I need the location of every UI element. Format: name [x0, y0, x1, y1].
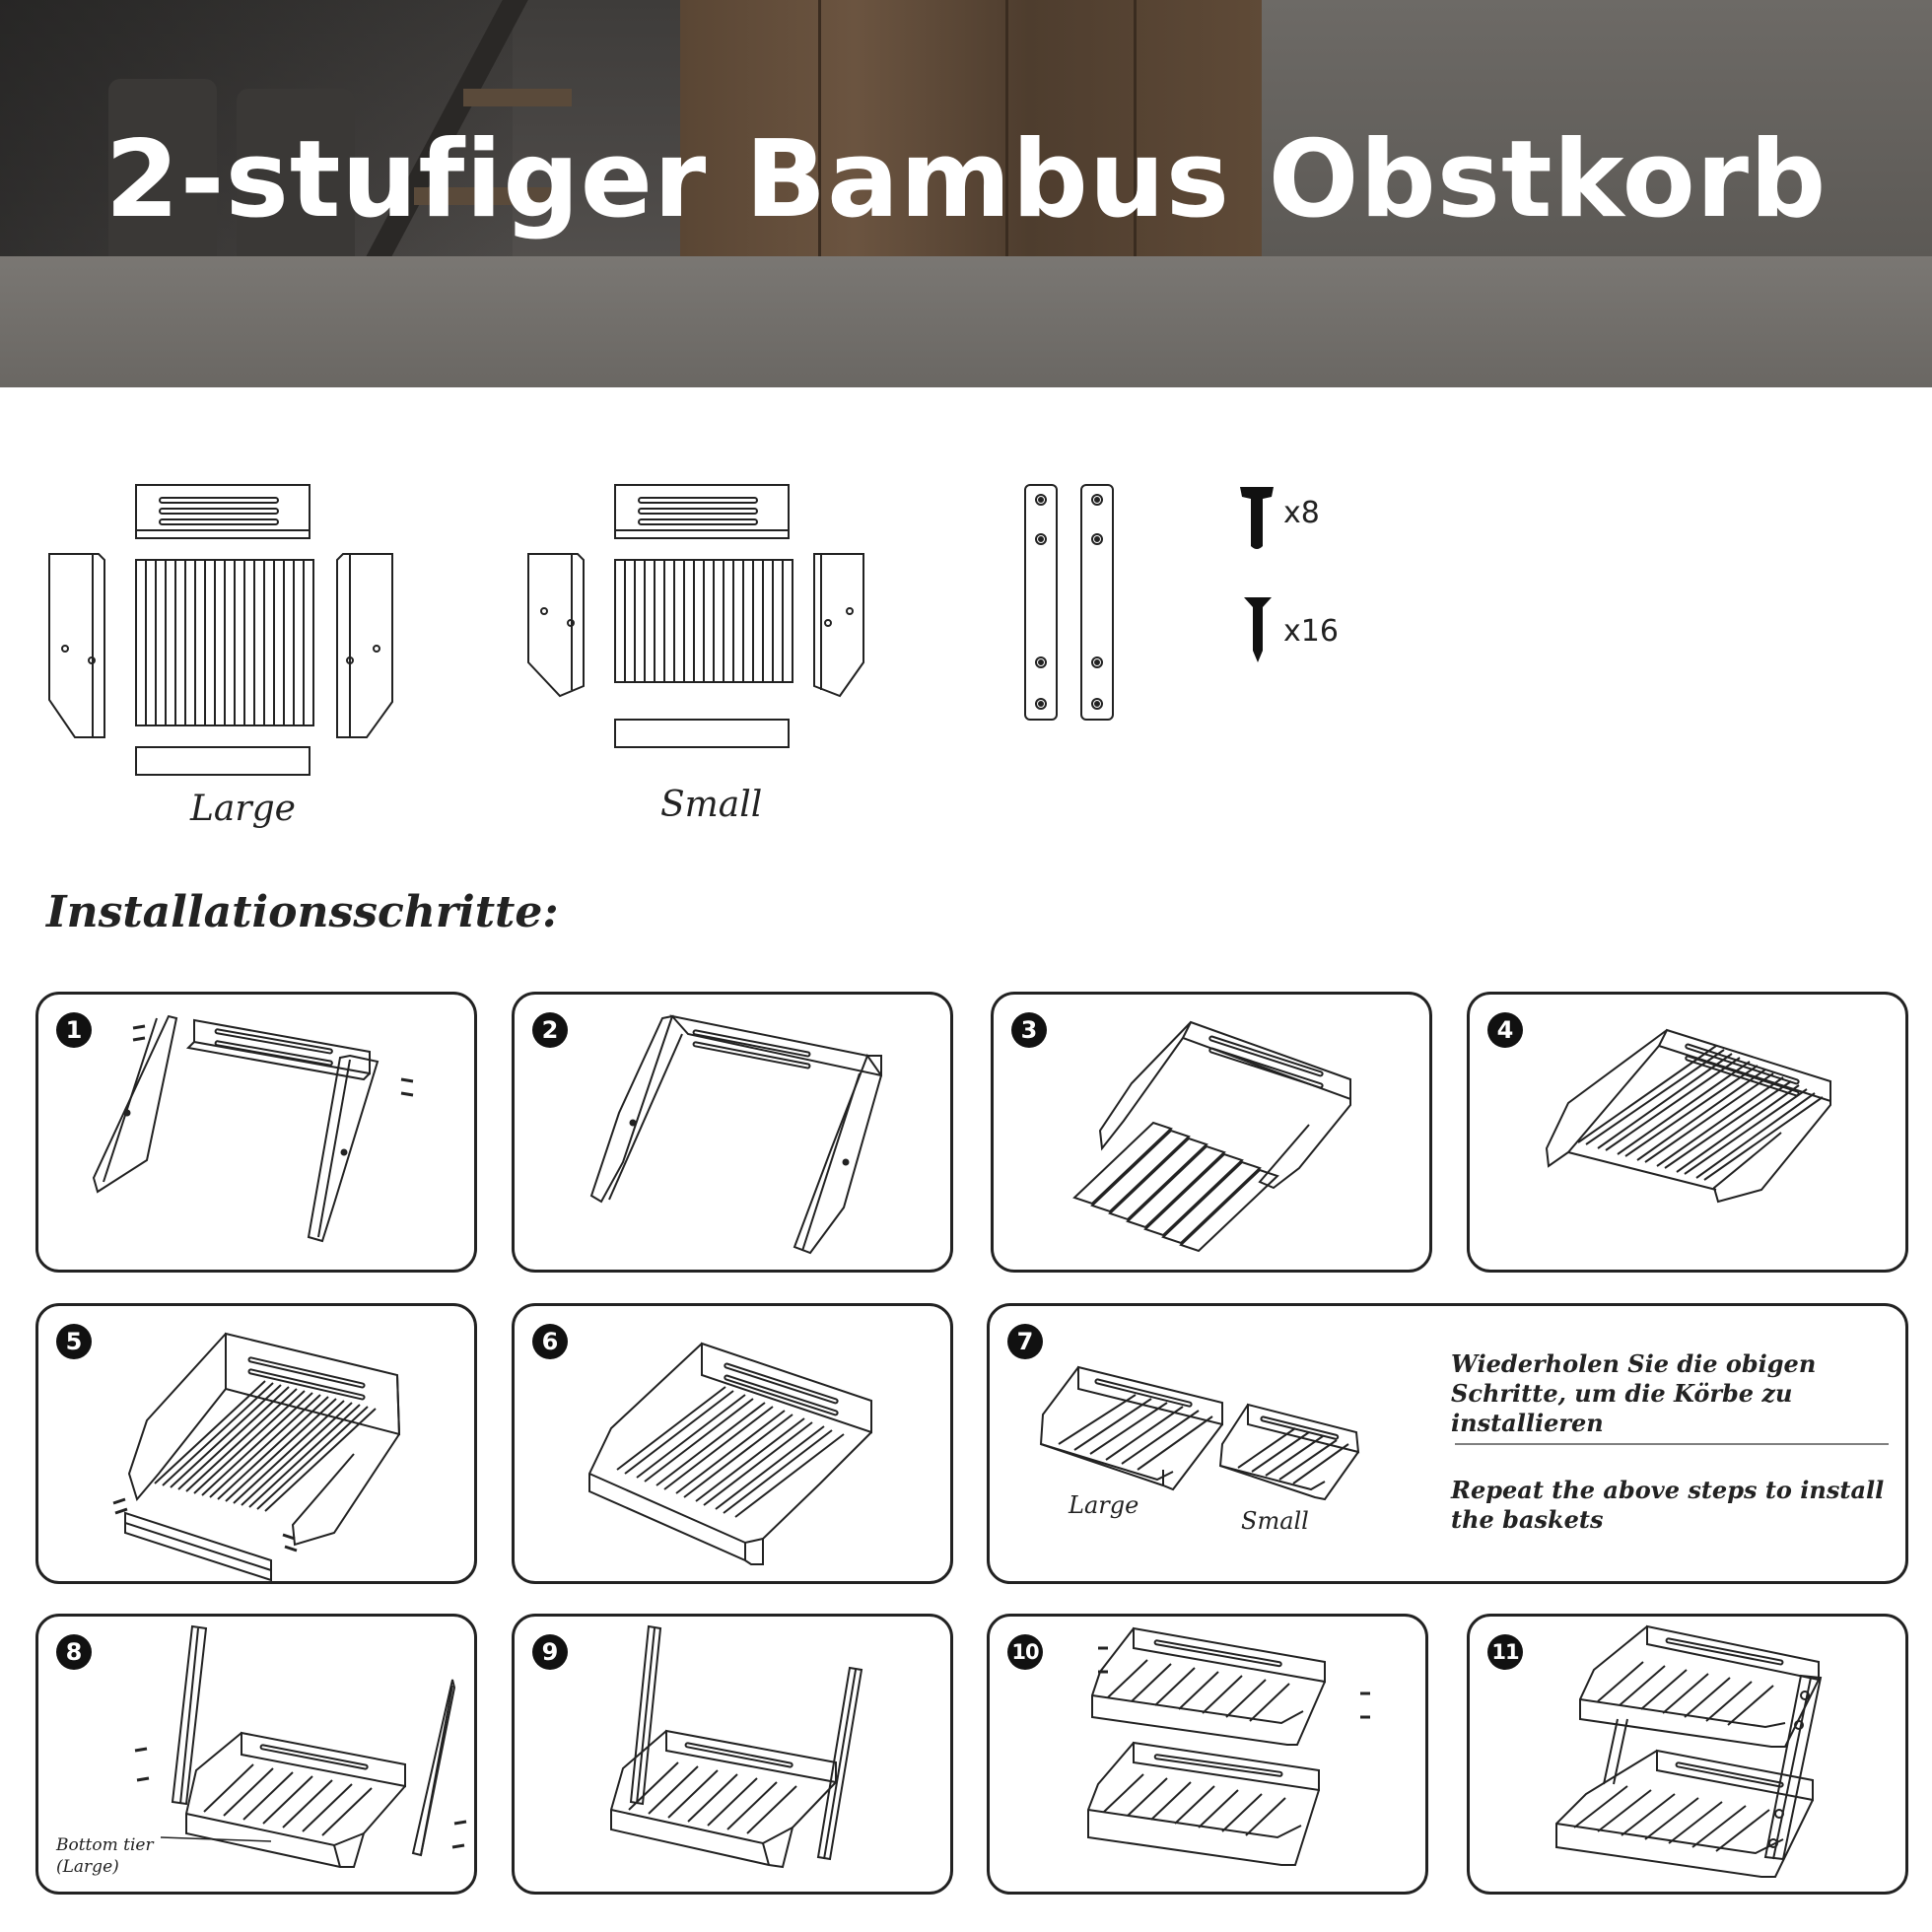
step-11-panel: 11: [1467, 1614, 1908, 1895]
large-basket-illustration: [1039, 1365, 1223, 1491]
step-5-panel: 5: [35, 1303, 477, 1584]
step-7-large-label: Large: [1069, 1491, 1139, 1519]
stair-step: [414, 187, 552, 205]
step-3-illustration: [1072, 1020, 1351, 1253]
step-11-badge: 11: [1487, 1634, 1523, 1670]
bolt-icon: [1240, 487, 1274, 549]
assembled-bottom-tier: [1555, 1749, 1814, 1878]
upright-posts-illustration: [1024, 484, 1114, 721]
bolt-quantity: x8: [1283, 496, 1320, 530]
parts-overview: Large Small x8 x16: [0, 387, 1932, 861]
kitchen-wall: [1262, 0, 1932, 286]
step-1-illustration: [92, 1014, 414, 1243]
page-title: 2-stufiger Bambus Obstkorb: [104, 118, 1828, 242]
step-4-badge: 4: [1487, 1012, 1523, 1048]
step-9-panel: 9: [512, 1614, 953, 1895]
large-parts-illustration: [48, 484, 393, 776]
small-basket-illustration: [1218, 1403, 1360, 1501]
step-5-illustration: [112, 1332, 401, 1581]
step-3-badge: 3: [1011, 1012, 1047, 1048]
assembled-top-tier: [1579, 1624, 1820, 1748]
bottom-basket-illustration: [1087, 1741, 1320, 1866]
step-6-badge: 6: [532, 1324, 568, 1359]
step-6-panel: 6: [512, 1303, 953, 1584]
step-6-illustration: [588, 1342, 872, 1565]
step-11-illustration: [1555, 1624, 1823, 1878]
installation-heading: Installationsschritte:: [46, 887, 559, 937]
step-7-panel: 7 Large Small Wiederholen Sie die obigen…: [987, 1303, 1908, 1584]
step-10-badge: 10: [1007, 1634, 1043, 1670]
step-8-panel: 8 Bottom tier (Large): [35, 1614, 477, 1895]
step-8-callout-line1: Bottom tier: [56, 1835, 154, 1855]
step-2-panel: 2: [512, 992, 953, 1273]
step-7-note-german: Wiederholen Sie die obigen Schritte, um …: [1451, 1349, 1817, 1437]
step-2-badge: 2: [532, 1012, 568, 1048]
header-banner: 2-stufiger Bambus Obstkorb: [0, 0, 1932, 387]
dining-chair: [237, 89, 355, 286]
step-9-illustration: [610, 1624, 863, 1869]
screw-icon: [1244, 597, 1272, 662]
screw-quantity: x16: [1283, 614, 1339, 649]
step-7-illustration: [1039, 1365, 1889, 1501]
step-5-badge: 5: [56, 1324, 92, 1359]
top-basket-illustration: [1091, 1626, 1326, 1746]
step-7-small-label: Small: [1241, 1507, 1309, 1535]
small-set-label: Small: [660, 785, 763, 825]
step-4-panel: 4: [1467, 992, 1908, 1273]
step-4-illustration: [1545, 1028, 1831, 1204]
step-8-callout-line2: (Large): [56, 1857, 119, 1877]
step-7-note-english: Repeat the above steps to install the ba…: [1451, 1476, 1885, 1534]
step-2-illustration: [589, 1014, 883, 1255]
step-10-illustration: [1087, 1626, 1370, 1866]
kitchen-counter: [0, 256, 1932, 387]
front-upright: [1763, 1674, 1823, 1861]
step-10-panel: 10: [987, 1614, 1428, 1895]
small-parts-illustration: [527, 484, 864, 748]
large-set-label: Large: [190, 789, 296, 829]
wood-cabinets: [680, 0, 1262, 266]
step-9-badge: 9: [532, 1634, 568, 1670]
step-8-illustration: [134, 1624, 467, 1868]
step-1-badge: 1: [56, 1012, 92, 1048]
step-7-badge: 7: [1007, 1324, 1043, 1359]
step-3-panel: 3: [991, 992, 1432, 1273]
parts-diagram: [48, 484, 1274, 776]
step-1-panel: 1: [35, 992, 477, 1273]
stair-step: [463, 89, 572, 106]
step-8-badge: 8: [56, 1634, 92, 1670]
